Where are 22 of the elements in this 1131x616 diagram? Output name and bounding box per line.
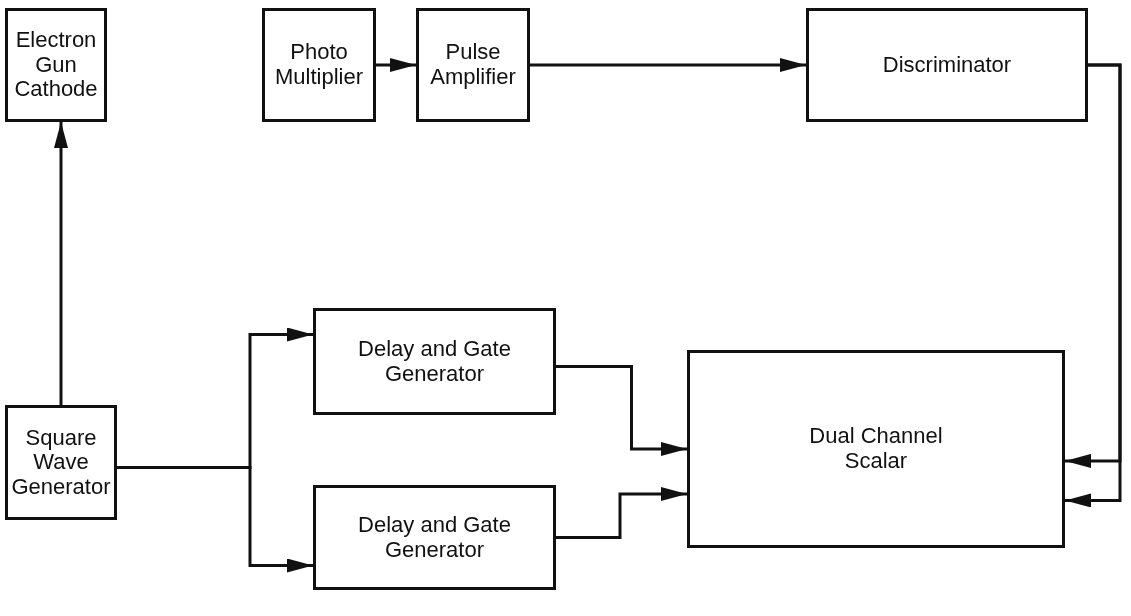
box-label: Electron Gun Cathode: [13, 28, 99, 102]
arrow: [556, 487, 687, 539]
process-box: [416, 8, 530, 122]
arrow: [54, 122, 68, 405]
box-label: Square Wave Generator: [10, 425, 112, 500]
arrow: [117, 466, 313, 573]
process-box: [313, 308, 556, 415]
box-label: Delay and Gate Generator: [357, 512, 512, 563]
process-box: [5, 405, 117, 520]
box-label: Discriminator: [882, 52, 1012, 78]
process-box: [5, 8, 107, 122]
process-box: [262, 8, 376, 122]
box-label: Photo Multiplier: [274, 40, 364, 90]
process-box: [687, 350, 1065, 548]
process-box: [313, 485, 556, 590]
box-label: Pulse Amplifier: [429, 40, 517, 90]
box-label: Delay and Gate Generator: [357, 336, 512, 387]
arrow: [556, 365, 687, 456]
arrow: [376, 58, 416, 72]
box-label: Dual Channel Scalar: [808, 424, 944, 474]
process-box: [806, 8, 1088, 122]
arrow: [530, 58, 806, 72]
